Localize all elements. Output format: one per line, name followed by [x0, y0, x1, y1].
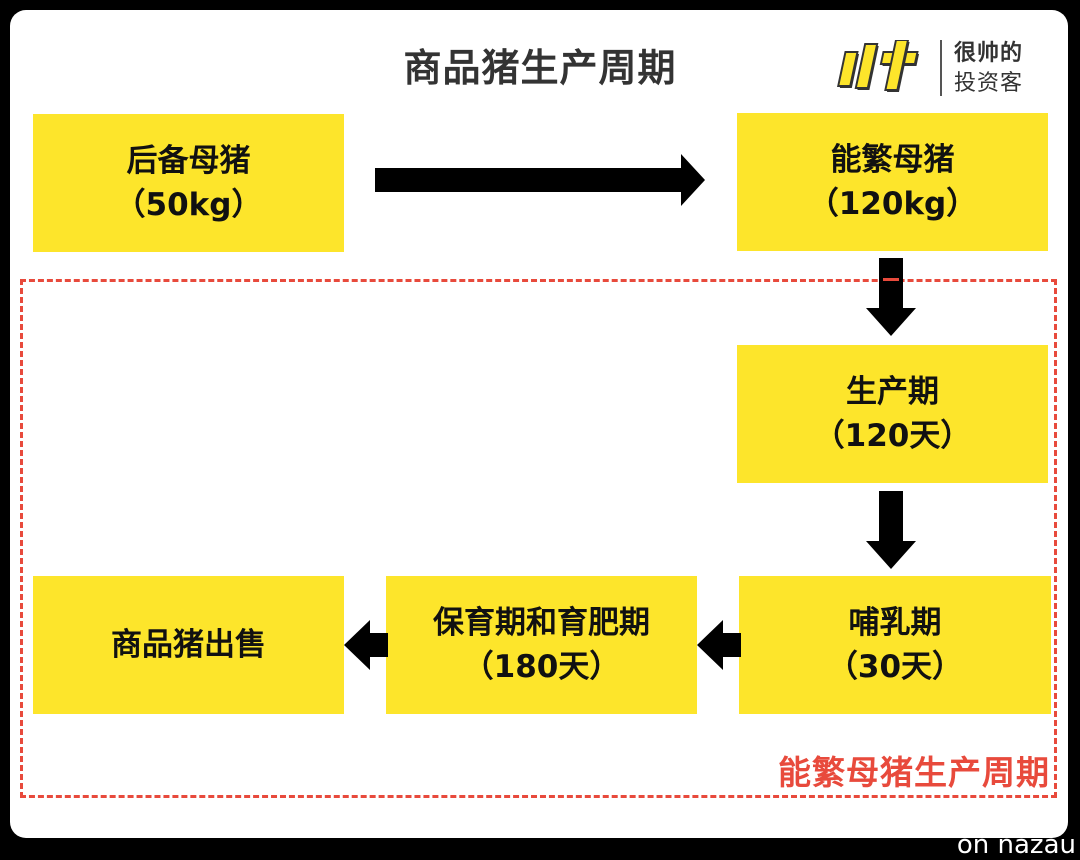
node-breeding-sow: 能繁母猪 （120kg）	[737, 113, 1048, 251]
breeding-cycle-boundary	[20, 279, 1057, 798]
node-nursery-fattening-name: 保育期和育肥期	[433, 605, 650, 641]
arrow-left-icon	[697, 620, 741, 670]
logo-divider	[940, 40, 942, 96]
node-production: 生产期 （120天）	[737, 345, 1048, 483]
arrow-down-icon	[866, 491, 916, 569]
breeding-cycle-label: 能繁母猪生产周期	[778, 753, 1050, 792]
arrow-left-icon	[344, 620, 388, 670]
node-nursery-fattening: 保育期和育肥期 （180天）	[386, 576, 697, 714]
node-sale-name: 商品猪出售	[111, 627, 266, 663]
brand-logo: 很帅的 投资客	[836, 36, 1046, 100]
node-sale: 商品猪出售	[33, 576, 344, 714]
arrow-down-icon	[866, 258, 916, 336]
node-reserve-sow-name: 后备母猪	[126, 143, 251, 179]
arrow-right-icon	[375, 154, 705, 206]
node-reserve-sow: 后备母猪 （50kg）	[33, 114, 344, 252]
node-nursery-fattening-detail: （180天）	[462, 649, 621, 685]
watermark-text: on nazau	[956, 830, 1076, 860]
node-lactation-detail: （30天）	[826, 649, 964, 685]
logo-text-line2: 投资客	[954, 71, 1024, 96]
logo-text-line1: 很帅的	[954, 41, 1024, 66]
node-breeding-sow-detail: （120kg）	[807, 186, 978, 222]
node-reserve-sow-detail: （50kg）	[114, 187, 263, 223]
node-production-detail: （120天）	[813, 418, 972, 454]
shuai-logo-icon	[837, 40, 920, 92]
node-breeding-sow-name: 能繁母猪	[830, 142, 955, 178]
node-lactation-name: 哺乳期	[848, 605, 942, 641]
node-production-name: 生产期	[846, 374, 939, 410]
diagram-title: 商品猪生产周期	[403, 46, 677, 90]
node-lactation: 哺乳期 （30天）	[739, 576, 1051, 714]
